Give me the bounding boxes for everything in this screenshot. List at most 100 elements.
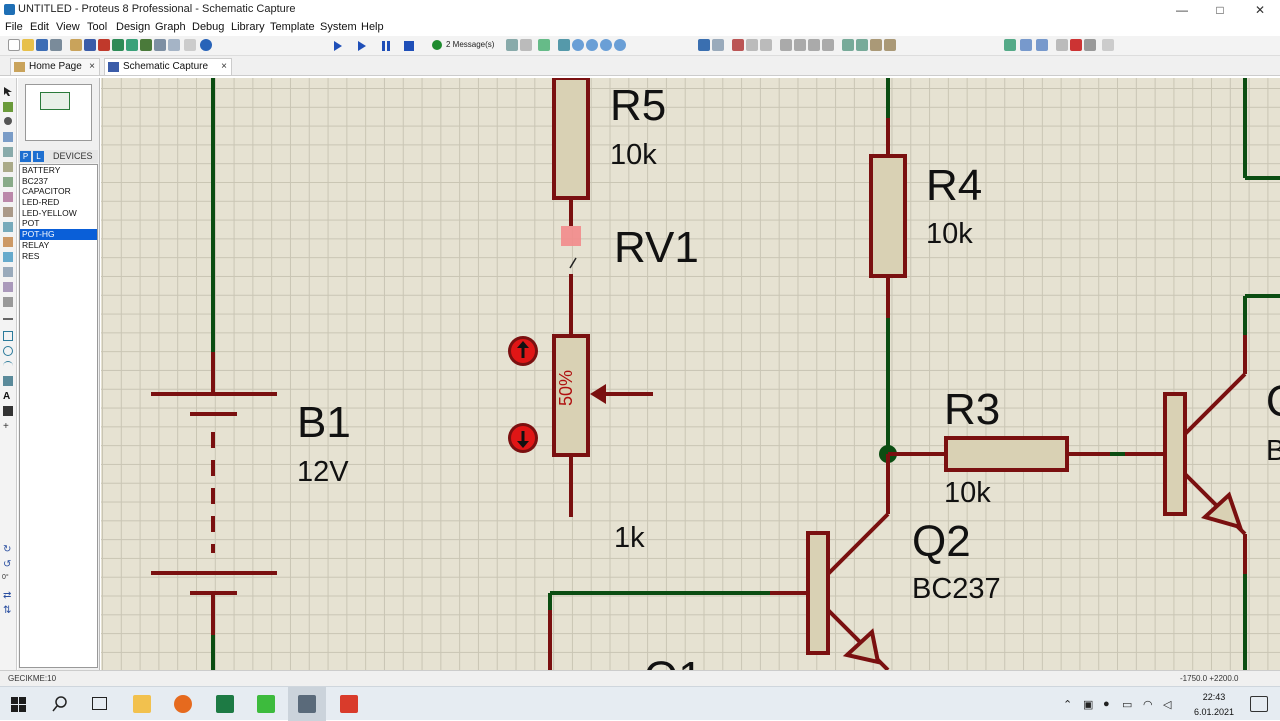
- line-tool-icon[interactable]: [3, 318, 13, 320]
- design-explorer-icon[interactable]: [168, 39, 180, 51]
- box-tool-icon[interactable]: [3, 331, 13, 341]
- selected-pin-marker[interactable]: [561, 226, 581, 246]
- selection-mode-icon[interactable]: [3, 86, 14, 97]
- text-tool-icon[interactable]: A: [3, 391, 11, 402]
- mirror-y-icon[interactable]: ⇅: [3, 605, 12, 616]
- graph-mode-icon[interactable]: [3, 222, 13, 232]
- device-item[interactable]: POT: [22, 218, 40, 229]
- block-move-icon[interactable]: [794, 39, 806, 51]
- menu-tool[interactable]: Tool: [87, 21, 108, 33]
- recorder-icon[interactable]: [340, 695, 358, 713]
- maximize-button[interactable]: □: [1216, 3, 1224, 17]
- pick-devices-button[interactable]: P: [20, 151, 31, 162]
- menu-design[interactable]: Design: [116, 21, 151, 33]
- device-item[interactable]: RELAY: [22, 239, 50, 250]
- text-script-icon[interactable]: [3, 147, 13, 157]
- help-icon[interactable]: [200, 39, 212, 51]
- rotate-clockwise-icon[interactable]: ↻: [3, 544, 12, 555]
- rv1-decrease-button[interactable]: [508, 423, 538, 453]
- resistor-r3[interactable]: [888, 436, 1165, 472]
- step-icon[interactable]: [358, 41, 366, 51]
- device-item[interactable]: BATTERY: [22, 165, 61, 175]
- device-item[interactable]: LED-YELLOW: [22, 207, 77, 218]
- block-copy-icon[interactable]: [780, 39, 792, 51]
- device-item-selected[interactable]: POT-HG: [20, 229, 97, 240]
- windows-start-icon[interactable]: [11, 697, 27, 713]
- minimize-button[interactable]: —: [1176, 3, 1188, 17]
- current-probe-icon[interactable]: [3, 282, 13, 292]
- menu-debug[interactable]: Debug: [192, 21, 225, 33]
- excel-icon[interactable]: [216, 695, 234, 713]
- proteus-taskbar-icon[interactable]: [298, 695, 316, 713]
- microphone-icon[interactable]: ●: [1103, 698, 1110, 710]
- pan-icon[interactable]: [558, 39, 570, 51]
- remove-sheet-icon[interactable]: [1070, 39, 1082, 51]
- camera-icon[interactable]: ▣: [1083, 699, 1094, 711]
- redo-icon[interactable]: [712, 39, 724, 51]
- library-manager-button[interactable]: L: [33, 151, 44, 162]
- arc-tool-icon[interactable]: [3, 361, 13, 371]
- volume-icon[interactable]: ◁: [1163, 699, 1172, 711]
- wire-label-icon[interactable]: [3, 132, 13, 142]
- task-view-icon[interactable]: [92, 697, 107, 710]
- potentiometer-rv1[interactable]: [552, 274, 653, 517]
- mirror-x-icon[interactable]: ⇄: [3, 590, 12, 601]
- open-folder-icon[interactable]: [22, 39, 34, 51]
- save-icon[interactable]: [36, 39, 48, 51]
- circle-tool-icon[interactable]: [3, 346, 13, 356]
- property-tool-icon[interactable]: [1036, 39, 1048, 51]
- subcircuit-icon[interactable]: [3, 177, 13, 187]
- file-explorer-icon[interactable]: [133, 695, 151, 713]
- import-icon[interactable]: [50, 39, 62, 51]
- decompose-icon[interactable]: [884, 39, 896, 51]
- menu-edit[interactable]: Edit: [30, 21, 49, 33]
- wire-autorouter-icon[interactable]: [1004, 39, 1016, 51]
- stop-icon[interactable]: [404, 41, 414, 51]
- battery-b1[interactable]: [151, 78, 277, 670]
- gerber-icon[interactable]: [112, 39, 124, 51]
- tape-recorder-icon[interactable]: [3, 237, 13, 247]
- buses-icon[interactable]: [3, 162, 13, 172]
- make-device-icon[interactable]: [856, 39, 868, 51]
- new-sheet-icon[interactable]: [1056, 39, 1068, 51]
- notifications-icon[interactable]: [1250, 696, 1268, 712]
- messages-label[interactable]: 2 Message(s): [446, 40, 495, 49]
- block-rotate-icon[interactable]: [808, 39, 820, 51]
- refresh-icon[interactable]: [506, 39, 518, 51]
- pause-icon[interactable]: [382, 41, 385, 51]
- terminals-icon[interactable]: [3, 192, 13, 202]
- device-item[interactable]: BC237: [22, 175, 48, 186]
- resistor-r5[interactable]: [552, 78, 590, 246]
- messages-icon[interactable]: [432, 40, 442, 50]
- generator-icon[interactable]: [3, 252, 13, 262]
- exit-parent-icon[interactable]: [1084, 39, 1096, 51]
- zoom-area-icon[interactable]: [614, 39, 626, 51]
- search-tag-icon[interactable]: [1020, 39, 1032, 51]
- new-file-icon[interactable]: [8, 39, 20, 51]
- cut-icon[interactable]: [732, 39, 744, 51]
- 3d-viewer-icon[interactable]: [126, 39, 138, 51]
- path-tool-icon[interactable]: [3, 376, 13, 386]
- schematic-canvas[interactable]: B1 12V R5 10k 50%: [101, 78, 1280, 670]
- bill-of-materials-icon[interactable]: [1102, 39, 1114, 51]
- device-list[interactable]: BATTERY BC237 CAPACITOR LED-RED LED-YELL…: [19, 164, 98, 668]
- pcb-icon[interactable]: [98, 39, 110, 51]
- source-code-icon[interactable]: [154, 39, 166, 51]
- virtual-instruments-icon[interactable]: [3, 297, 13, 307]
- menu-library[interactable]: Library: [231, 21, 265, 33]
- zoom-in-icon[interactable]: [572, 39, 584, 51]
- menu-template[interactable]: Template: [270, 21, 315, 33]
- close-button[interactable]: ✕: [1254, 3, 1266, 17]
- grid-icon[interactable]: [520, 39, 532, 51]
- resistor-r4[interactable]: [869, 78, 907, 454]
- symbol-tool-icon[interactable]: [3, 406, 13, 416]
- tab-schematic-capture[interactable]: Schematic Capture ×: [104, 58, 232, 75]
- device-item[interactable]: LED-RED: [22, 197, 60, 208]
- menu-graph[interactable]: Graph: [155, 21, 186, 33]
- wifi-icon[interactable]: ◠: [1143, 699, 1153, 711]
- battery-icon[interactable]: ▭: [1122, 699, 1133, 711]
- rv1-increase-button[interactable]: [508, 336, 538, 366]
- rotate-anticlockwise-icon[interactable]: ↺: [3, 559, 12, 570]
- bom-icon[interactable]: [140, 39, 152, 51]
- menu-file[interactable]: File: [5, 21, 23, 33]
